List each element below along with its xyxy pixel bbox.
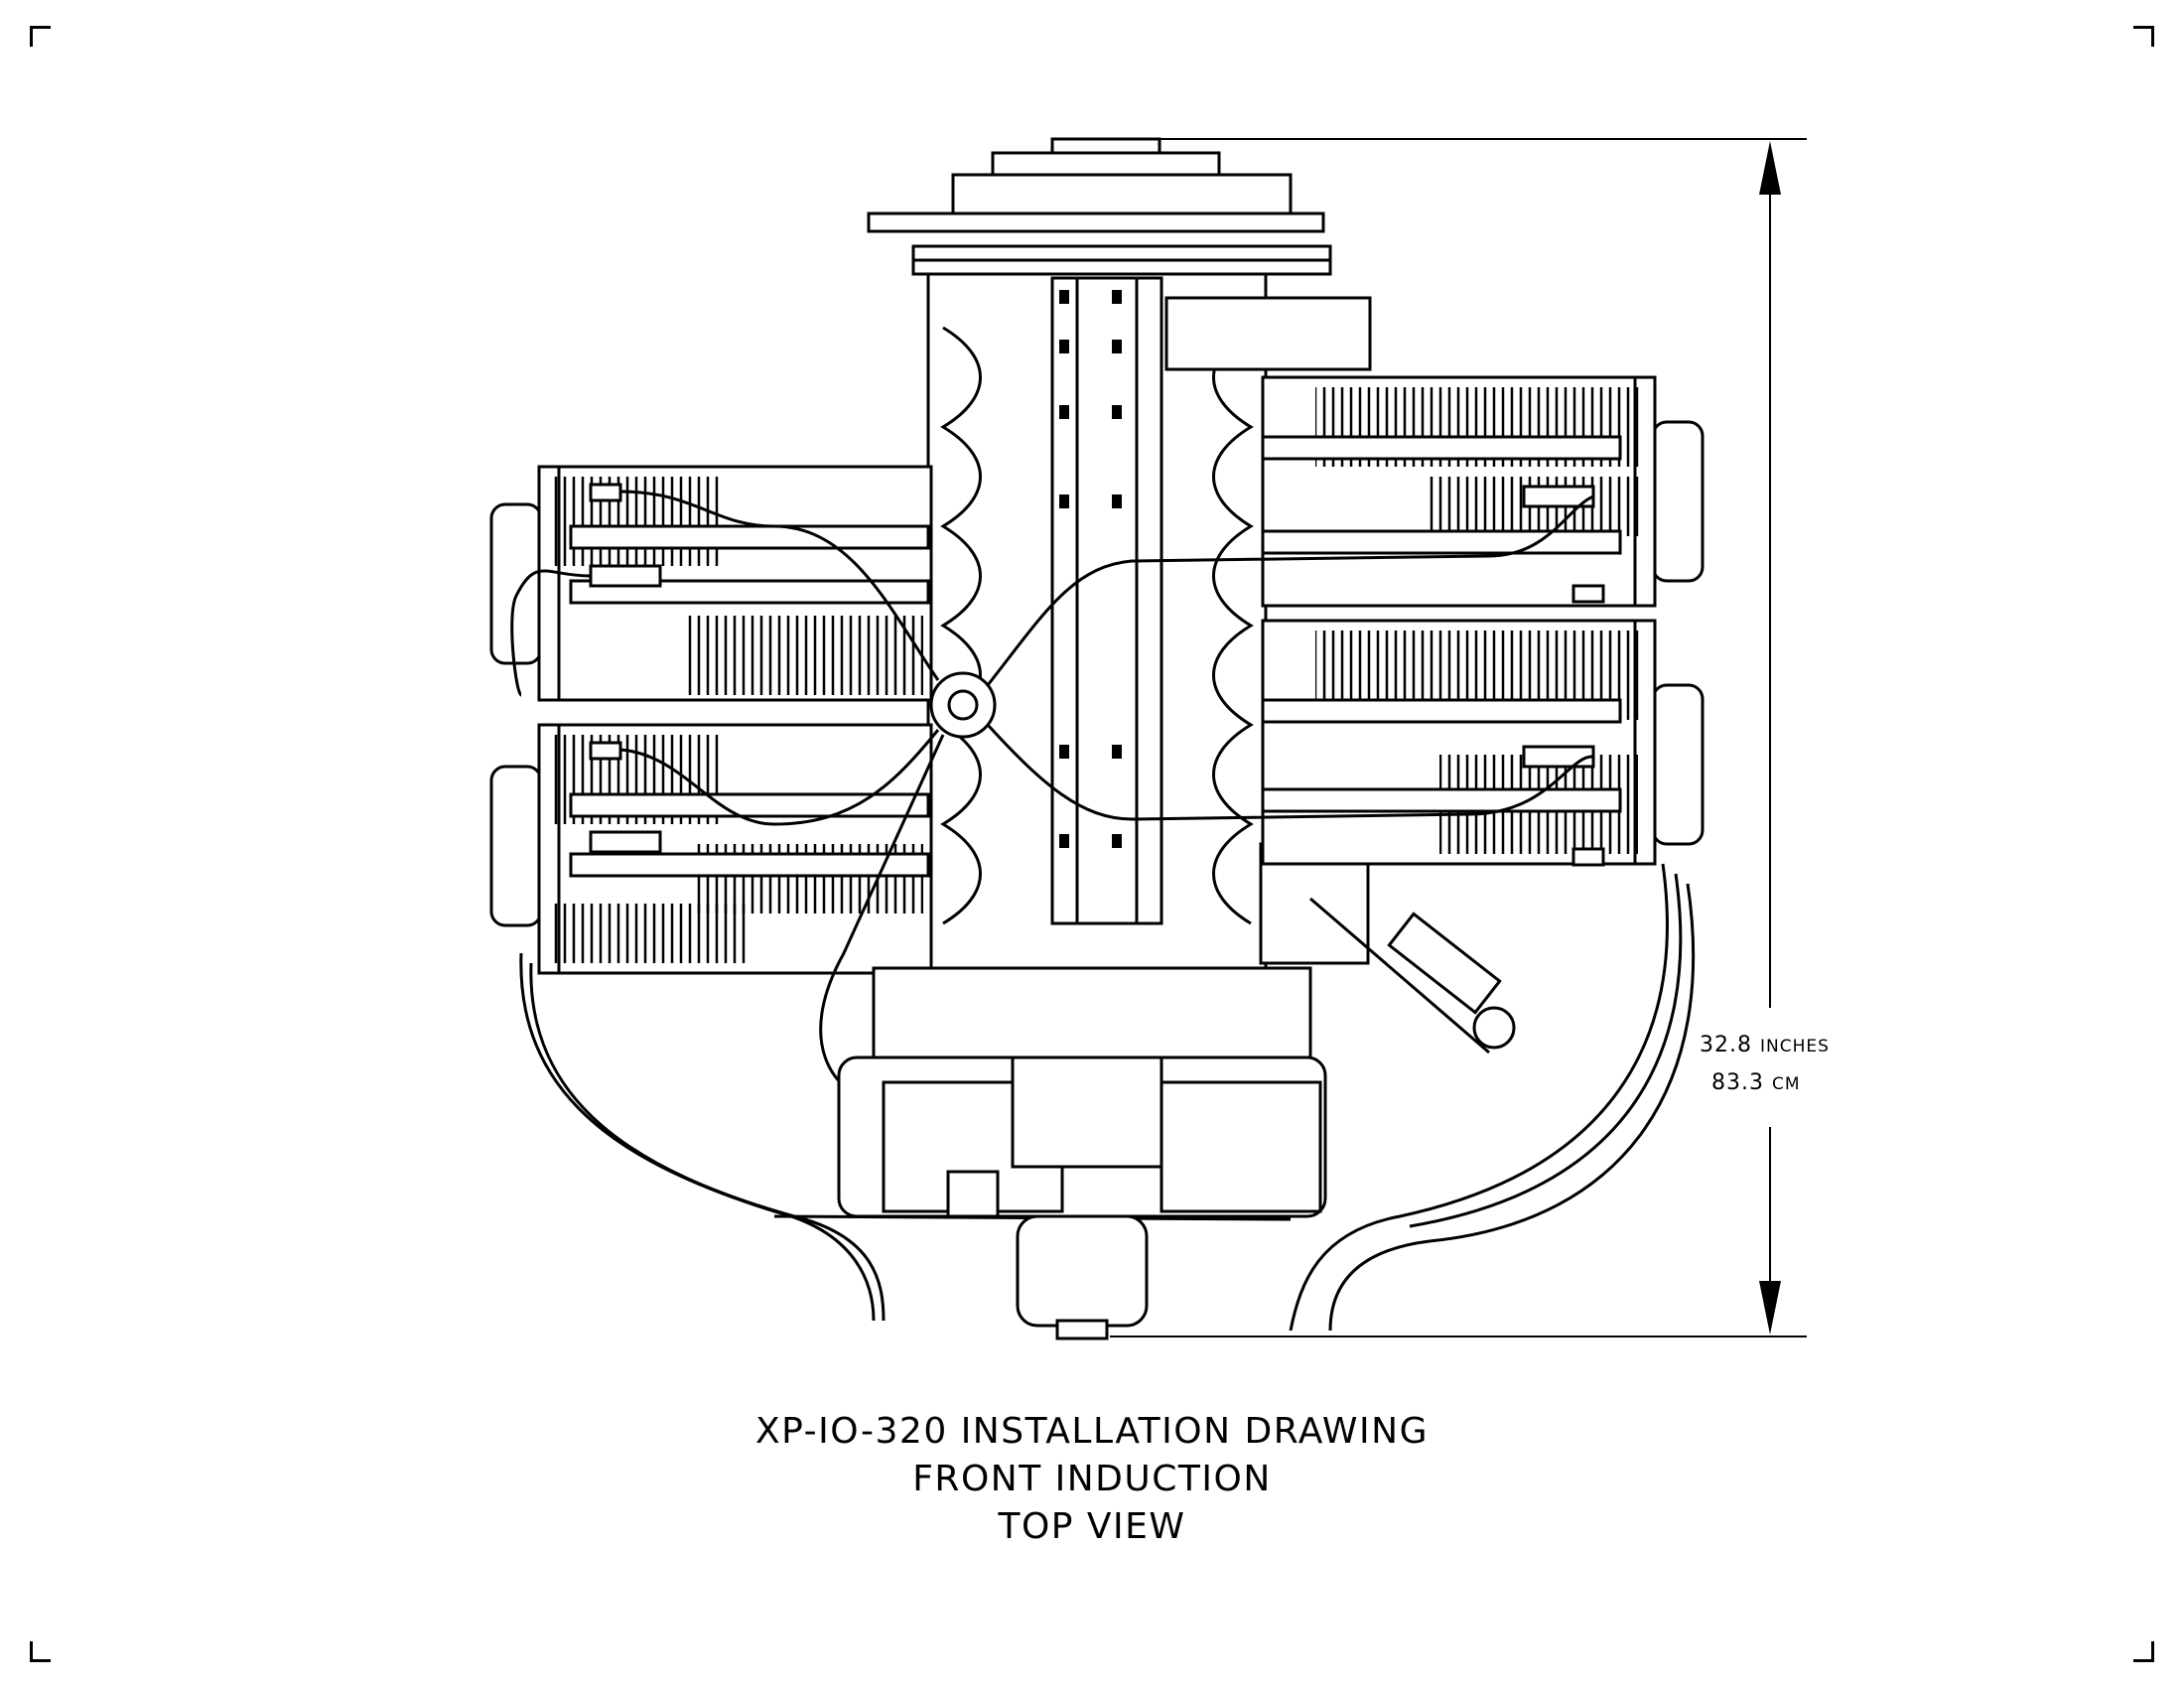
title-block: XP-IO-320 INSTALLATION DRAWING FRONT IND… <box>596 1408 1588 1551</box>
dimension-cm-label: 83.3 CM <box>1711 1070 1801 1095</box>
fuel-lines <box>510 490 1594 1104</box>
left-cylinder-front <box>489 465 933 702</box>
dimension-inches-unit: INCHES <box>1759 1037 1830 1056</box>
dimension-cm-unit: CM <box>1771 1074 1801 1094</box>
dimension-cm-value: 83.3 <box>1711 1070 1764 1095</box>
left-cylinder-rear <box>489 723 933 975</box>
crop-mark-top-left <box>30 26 51 47</box>
drawing-title: XP-IO-320 INSTALLATION DRAWING <box>755 1411 1429 1452</box>
dimension-inches-label: 32.8 INCHES <box>1700 1033 1830 1057</box>
crop-mark-bottom-right <box>2133 1641 2154 1662</box>
right-cylinder-rear <box>1261 619 1705 866</box>
drawing-subtitle: FRONT INDUCTION <box>912 1459 1272 1499</box>
crop-mark-bottom-left <box>30 1641 51 1662</box>
dimension-inches-value: 32.8 <box>1700 1033 1752 1057</box>
drawing-view-label: TOP VIEW <box>998 1506 1186 1547</box>
prop-flange <box>867 137 1332 276</box>
height-dimension <box>1110 138 1807 1337</box>
right-cylinder-front <box>1261 375 1705 608</box>
crop-mark-top-right <box>2133 26 2154 47</box>
accessory-section <box>837 966 1327 1340</box>
